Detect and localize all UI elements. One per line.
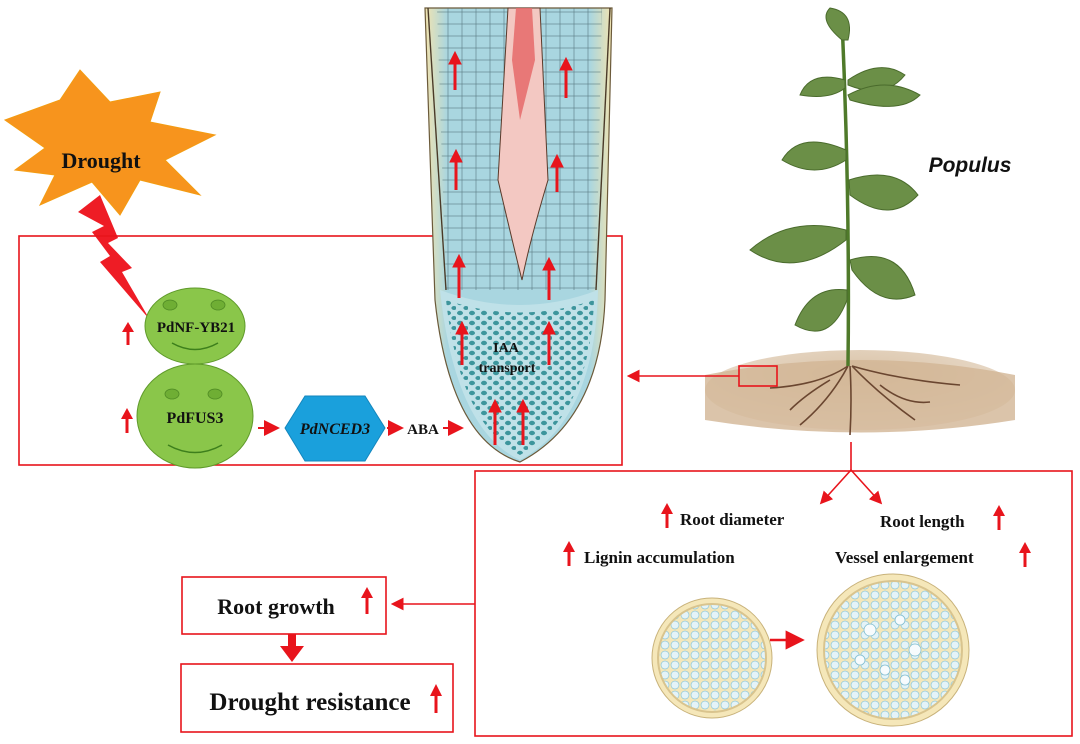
up-arrow-icon xyxy=(121,408,133,433)
vessel-label: Vessel enlargement xyxy=(835,548,974,567)
down-arrow-icon xyxy=(280,634,304,662)
pdfus3-label: PdFUS3 xyxy=(167,410,224,427)
root-diameter-label: Root diameter xyxy=(680,510,785,529)
lightning-bolt-icon xyxy=(78,195,150,320)
root-growth-box xyxy=(181,576,387,635)
aba-label: ABA xyxy=(407,422,439,438)
up-arrow-icon xyxy=(430,684,442,713)
up-arrow-icon xyxy=(122,322,134,345)
smiley-face-icon xyxy=(162,299,178,311)
iaa-label: IAA xyxy=(493,341,520,356)
populus-plant-illustration: Populus xyxy=(705,7,1015,436)
drought-starburst: Drought xyxy=(3,69,217,216)
pathway-box xyxy=(18,235,623,466)
root-tip-illustration: IAA transport xyxy=(424,7,613,463)
drought-resistance-box xyxy=(180,663,454,733)
up-arrow-icon xyxy=(661,503,673,528)
root-length-label: Root length xyxy=(880,512,965,531)
transport-label: transport xyxy=(479,361,536,376)
up-arrow-icon xyxy=(1019,542,1031,567)
pdnf-yb21-protein: PdNF-YB21 xyxy=(144,287,246,365)
up-arrow-icon xyxy=(993,505,1005,530)
pdfus3-protein: PdFUS3 xyxy=(136,363,254,469)
pdnced3-label: PdNCED3 xyxy=(299,421,370,438)
root-cross-section-small xyxy=(651,597,773,719)
pdnf-yb21-label: PdNF-YB21 xyxy=(157,320,235,336)
iaa-up-arrows xyxy=(448,50,573,445)
up-arrow-icon xyxy=(361,587,373,614)
drought-resistance-label: Drought resistance xyxy=(209,689,410,716)
drought-label: Drought xyxy=(61,148,141,173)
pdnced3-gene: PdNCED3 xyxy=(284,395,386,462)
lignin-label: Lignin accumulation xyxy=(584,548,735,567)
root-growth-label: Root growth xyxy=(217,594,335,619)
root-cross-section-large xyxy=(816,573,970,727)
species-label: Populus xyxy=(929,154,1012,177)
up-arrow-icon xyxy=(563,541,575,566)
